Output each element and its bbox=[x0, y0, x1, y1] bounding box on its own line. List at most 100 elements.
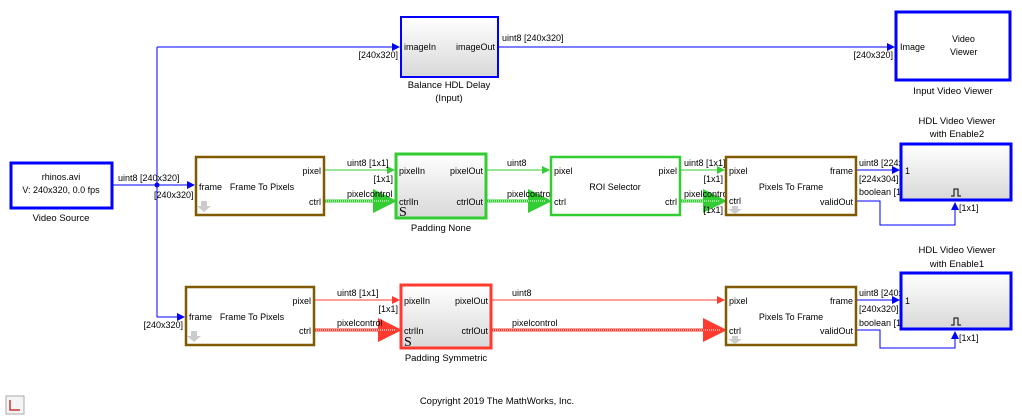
signal-label: uint8 [240x320] bbox=[502, 33, 564, 43]
signal-label: pixelcontrol bbox=[512, 318, 558, 328]
enable-pulse-icon bbox=[951, 188, 961, 197]
stateflow-s-icon: S bbox=[399, 205, 407, 220]
padding-symmetric-block[interactable]: pixelIn ctrlIn pixelOut ctrlOut S Paddin… bbox=[399, 283, 493, 364]
svg-text:Balance HDL Delay: Balance HDL Delay bbox=[408, 80, 491, 91]
signal-label: [1x1] bbox=[373, 174, 393, 184]
svg-text:validOut: validOut bbox=[820, 326, 854, 336]
signal-label: uint8 [1x1] bbox=[347, 158, 389, 168]
svg-text:Image: Image bbox=[900, 42, 925, 52]
branch-point bbox=[154, 182, 160, 188]
signal-label: pixelcontrol bbox=[684, 189, 730, 199]
svg-text:pixel: pixel bbox=[302, 166, 321, 176]
svg-text:1: 1 bbox=[905, 166, 910, 176]
signal-label: [1x1] bbox=[959, 203, 979, 213]
copyright-text: Copyright 2019 The MathWorks, Inc. bbox=[420, 396, 574, 407]
signal-label: uint8 [1x1] bbox=[337, 288, 379, 298]
green-signal-lines[interactable] bbox=[324, 166, 727, 213]
svg-text:ctrlOut: ctrlOut bbox=[456, 197, 483, 207]
frame-to-pixels-block-1[interactable]: frame Frame To Pixels pixel ctrl bbox=[194, 155, 326, 217]
model-browser-icon[interactable] bbox=[5, 395, 25, 415]
svg-text:pixelOut: pixelOut bbox=[455, 296, 489, 306]
signal-label: [240x320] bbox=[358, 50, 398, 60]
svg-text:pixelIn: pixelIn bbox=[399, 166, 425, 176]
svg-text:ctrl: ctrl bbox=[729, 326, 741, 336]
blue-signal-lines[interactable] bbox=[112, 43, 959, 349]
svg-text:Padding Symmetric: Padding Symmetric bbox=[405, 353, 488, 364]
stateflow-s-icon: S bbox=[404, 335, 412, 350]
padding-none-block[interactable]: pixelIn ctrlIn pixelOut ctrlOut S Paddin… bbox=[394, 152, 488, 234]
signal-label: [1x1] bbox=[378, 304, 398, 314]
svg-text:validOut: validOut bbox=[820, 197, 854, 207]
svg-text:HDL Video Viewer: HDL Video Viewer bbox=[919, 116, 996, 127]
svg-text:ctrlOut: ctrlOut bbox=[461, 326, 488, 336]
svg-text:ctrl: ctrl bbox=[309, 197, 321, 207]
balance-hdl-delay-block[interactable]: imageIn imageOut Balance HDL Delay (Inpu… bbox=[400, 16, 499, 104]
svg-text:pixel: pixel bbox=[658, 166, 677, 176]
svg-text:ctrl: ctrl bbox=[729, 196, 741, 206]
signal-label: uint8 [1x1] bbox=[684, 158, 726, 168]
roi-selector-block[interactable]: pixel ctrl pixel ctrl ROI Selector bbox=[549, 155, 682, 217]
svg-text:pixelIn: pixelIn bbox=[404, 296, 430, 306]
svg-text:ctrl: ctrl bbox=[299, 326, 311, 336]
pixels-to-frame-block-1[interactable]: pixel ctrl frame validOut Pixels To Fram… bbox=[724, 155, 858, 217]
svg-text:Viewer: Viewer bbox=[950, 47, 977, 57]
signal-label: uint8 [224x bbox=[859, 158, 904, 168]
pixels-to-frame-block-2[interactable]: pixel ctrl frame validOut Pixels To Fram… bbox=[724, 285, 858, 347]
svg-text:with Enable1: with Enable1 bbox=[929, 259, 984, 270]
signal-labels: uint8 [240x320] [240x320] [240x320] uint… bbox=[118, 33, 979, 343]
svg-text:with Enable2: with Enable2 bbox=[929, 129, 984, 140]
svg-text:frame: frame bbox=[830, 166, 853, 176]
svg-text:Pixels To Frame: Pixels To Frame bbox=[759, 182, 823, 192]
svg-text:Input Video Viewer: Input Video Viewer bbox=[913, 86, 992, 97]
down-arrow-icon bbox=[187, 331, 201, 342]
svg-text:Padding None: Padding None bbox=[411, 223, 471, 234]
signal-label: pixelcontrol bbox=[347, 189, 393, 199]
svg-text:pixel: pixel bbox=[554, 166, 573, 176]
svg-text:pixel: pixel bbox=[729, 296, 748, 306]
svg-text:rhinos.avi: rhinos.avi bbox=[42, 172, 81, 182]
svg-text:pixelOut: pixelOut bbox=[450, 166, 484, 176]
signal-label: [1x1] bbox=[703, 205, 723, 215]
svg-text:imageOut: imageOut bbox=[456, 42, 496, 52]
signal-label: [240x320] bbox=[143, 320, 183, 330]
svg-text:pixel: pixel bbox=[292, 296, 311, 306]
hdl-video-viewer-enable1-block[interactable]: 1 HDL Video Viewer with Enable1 bbox=[899, 245, 1013, 331]
svg-text:ctrlIn: ctrlIn bbox=[404, 326, 424, 336]
svg-text:Video: Video bbox=[952, 34, 975, 44]
svg-text:imageIn: imageIn bbox=[404, 42, 436, 52]
signal-label: boolean [1 bbox=[859, 318, 901, 328]
signal-label: [1x1] bbox=[959, 333, 979, 343]
svg-text:frame: frame bbox=[199, 182, 222, 192]
down-arrow-icon bbox=[728, 336, 742, 344]
svg-text:ctrlIn: ctrlIn bbox=[399, 197, 419, 207]
signal-label: [224x304] bbox=[859, 174, 899, 184]
signal-label: [240x320] bbox=[154, 190, 194, 200]
enable-pulse-icon bbox=[951, 317, 961, 326]
svg-text:ctrl: ctrl bbox=[554, 197, 566, 207]
svg-text:V: 240x320, 0.0 fps: V: 240x320, 0.0 fps bbox=[22, 185, 100, 195]
svg-text:Pixels To Frame: Pixels To Frame bbox=[759, 312, 823, 322]
video-source-block[interactable]: rhinos.avi V: 240x320, 0.0 fps Video Sou… bbox=[9, 161, 114, 224]
svg-text:pixel: pixel bbox=[729, 166, 748, 176]
svg-text:Frame To Pixels: Frame To Pixels bbox=[220, 312, 285, 322]
frame-to-pixels-block-2[interactable]: frame Frame To Pixels pixel ctrl bbox=[184, 285, 316, 347]
down-arrow-icon bbox=[197, 201, 211, 212]
svg-text:Frame To Pixels: Frame To Pixels bbox=[230, 182, 295, 192]
signal-label: uint8 bbox=[512, 288, 532, 298]
svg-text:frame: frame bbox=[189, 312, 212, 322]
signal-label: pixelcontrol bbox=[337, 318, 383, 328]
svg-text:(Input): (Input) bbox=[435, 93, 462, 104]
signal-label: [240x320] bbox=[853, 50, 893, 60]
signal-label: [240x320] bbox=[859, 304, 899, 314]
signal-label: pixelcontrol bbox=[507, 189, 553, 199]
signal-label: uint8 [240x320] bbox=[118, 173, 180, 183]
signal-label: boolean [1 bbox=[859, 187, 901, 197]
down-arrow-icon bbox=[728, 206, 742, 214]
red-signal-lines[interactable] bbox=[314, 296, 727, 342]
signal-label: [1x1] bbox=[703, 174, 723, 184]
svg-text:HDL Video Viewer: HDL Video Viewer bbox=[919, 245, 996, 256]
input-video-viewer-block[interactable]: Image Video Viewer Input Video Viewer bbox=[894, 10, 1012, 97]
hdl-video-viewer-enable2-block[interactable]: 1 HDL Video Viewer with Enable2 bbox=[899, 116, 1013, 202]
block-name: Video Source bbox=[33, 213, 90, 224]
